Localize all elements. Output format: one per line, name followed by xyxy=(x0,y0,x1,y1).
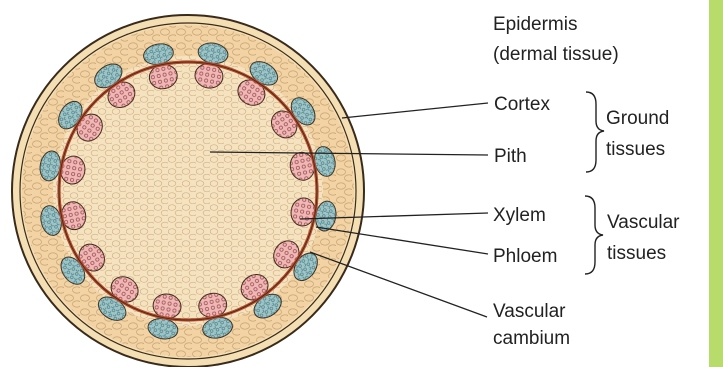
label-phloem: Phloem xyxy=(493,246,557,267)
label-vascular-cambium-line2: cambium xyxy=(493,328,570,349)
right-border xyxy=(709,0,723,367)
pith-cells xyxy=(53,56,323,326)
label-xylem: Xylem xyxy=(493,205,546,226)
brace-vascular-tissues xyxy=(585,196,603,274)
label-vascular: Vascular xyxy=(607,212,680,233)
label-pith: Pith xyxy=(494,146,527,167)
label-vascular-cambium-line1: Vascular xyxy=(493,301,566,322)
label-dermal-tissue: (dermal tissue) xyxy=(493,44,619,65)
label-cortex: Cortex xyxy=(494,94,550,115)
label-vascular-tissues: tissues xyxy=(607,243,666,264)
label-ground: Ground xyxy=(606,108,669,129)
leader-cortex xyxy=(342,103,488,118)
brace-ground-tissues xyxy=(586,92,604,172)
label-epidermis: Epidermis xyxy=(493,14,577,35)
label-ground-tissues: tissues xyxy=(606,139,665,160)
